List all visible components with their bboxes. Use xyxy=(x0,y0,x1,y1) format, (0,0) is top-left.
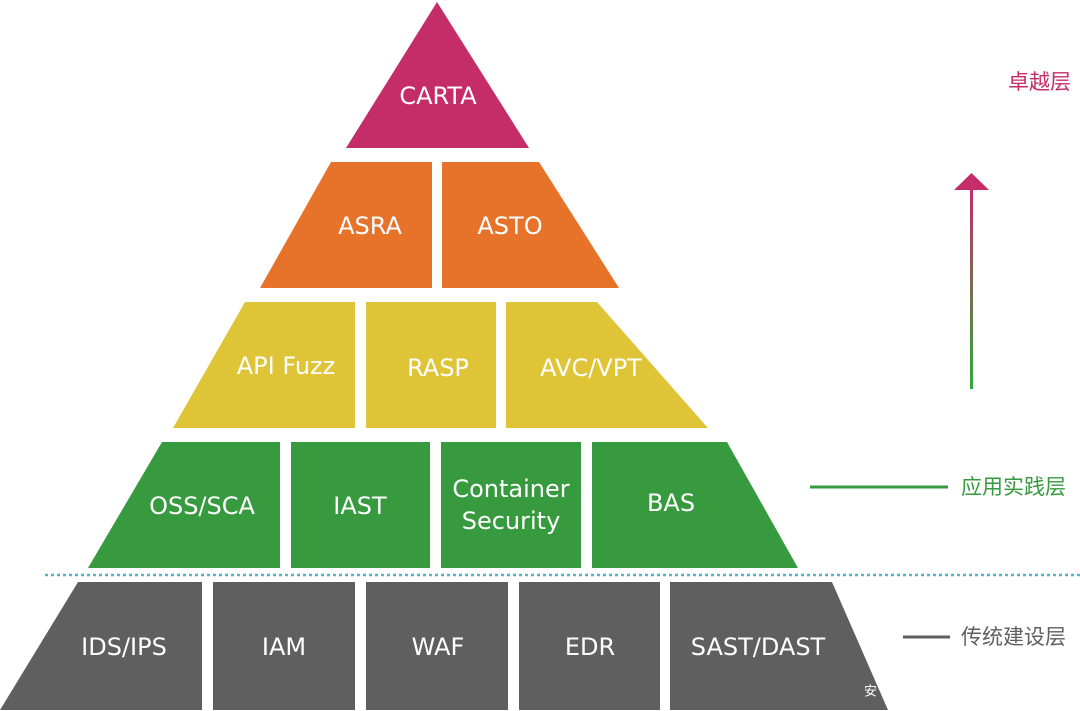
block-bas: BAS xyxy=(592,442,798,568)
block-shape-asra xyxy=(260,162,432,288)
block-shape-bas xyxy=(592,442,798,568)
block-waf: WAF xyxy=(366,582,508,710)
block-shape-oss-sca xyxy=(88,442,280,568)
block-label-ids-ips: IDS/IPS xyxy=(81,633,167,661)
block-shape-sast-dast xyxy=(670,582,888,710)
block-shape-edr xyxy=(519,582,660,710)
block-edr: EDR xyxy=(519,582,660,710)
block-label-waf: WAF xyxy=(412,633,465,661)
block-label-carta: CARTA xyxy=(399,82,477,110)
block-label-container-security-line-1: Container xyxy=(452,475,569,503)
layer-label-traditional-construction: 传统建设层 xyxy=(961,625,1066,649)
block-oss-sca: OSS/SCA xyxy=(88,442,280,568)
block-shape-ids-ips xyxy=(0,582,202,710)
layer-label-application-practice: 应用实践层 xyxy=(961,475,1066,499)
block-shape-waf xyxy=(366,582,508,710)
block-asto: ASTO xyxy=(442,162,619,288)
tier-yellow: API Fuzz RASP AVC/VPT xyxy=(173,302,708,428)
block-iast: IAST xyxy=(291,442,430,568)
block-label-api-fuzz: API Fuzz xyxy=(237,352,336,380)
upward-progress-arrow xyxy=(954,173,989,389)
tier-orange: ASRA ASTO xyxy=(260,162,619,288)
block-label-iam: IAM xyxy=(262,633,306,661)
block-label-avc-vpt: AVC/VPT xyxy=(540,354,642,382)
block-rasp: RASP xyxy=(366,302,496,428)
block-shape-container-security xyxy=(441,442,581,568)
tier-carta: CARTA xyxy=(346,2,529,148)
pyramid-tiers: CARTA ASRA ASTO API Fuzz RASP AVC/VPT OSS/SCA I… xyxy=(0,2,888,710)
block-iam: IAM xyxy=(213,582,355,710)
block-label-edr: EDR xyxy=(565,633,615,661)
block-label-rasp: RASP xyxy=(407,354,469,382)
block-shape-asto xyxy=(442,162,619,288)
block-api-fuzz: API Fuzz xyxy=(173,302,355,428)
block-shape-iast xyxy=(291,442,430,568)
block-label-asto: ASTO xyxy=(477,212,542,240)
block-shape-iam xyxy=(213,582,355,710)
block-label-sast-dast: SAST/DAST xyxy=(691,633,826,661)
arrow-shaft xyxy=(970,189,973,389)
block-avc-vpt: AVC/VPT xyxy=(506,302,708,428)
block-shape-carta xyxy=(346,2,529,148)
block-asra: ASRA xyxy=(260,162,432,288)
layer-label-excellence: 卓越层 xyxy=(1008,70,1071,94)
block-label-iast: IAST xyxy=(333,492,387,520)
block-shape-api-fuzz xyxy=(173,302,355,428)
block-shape-rasp xyxy=(366,302,496,428)
block-label-asra: ASRA xyxy=(338,212,402,240)
arrow-head-icon xyxy=(954,173,989,190)
block-label-container-security-line-2: Security xyxy=(462,507,561,535)
block-sast-dast: SAST/DAST xyxy=(670,582,888,710)
block-shape-avc-vpt xyxy=(506,302,708,428)
block-carta: CARTA xyxy=(346,2,529,148)
watermark-text: 安 xyxy=(864,685,877,700)
tier-gray: IDS/IPS IAM WAF EDR SAST/DAST xyxy=(0,582,888,710)
block-label-oss-sca: OSS/SCA xyxy=(149,492,255,520)
block-label-bas: BAS xyxy=(647,489,695,517)
block-ids-ips: IDS/IPS xyxy=(0,582,202,710)
